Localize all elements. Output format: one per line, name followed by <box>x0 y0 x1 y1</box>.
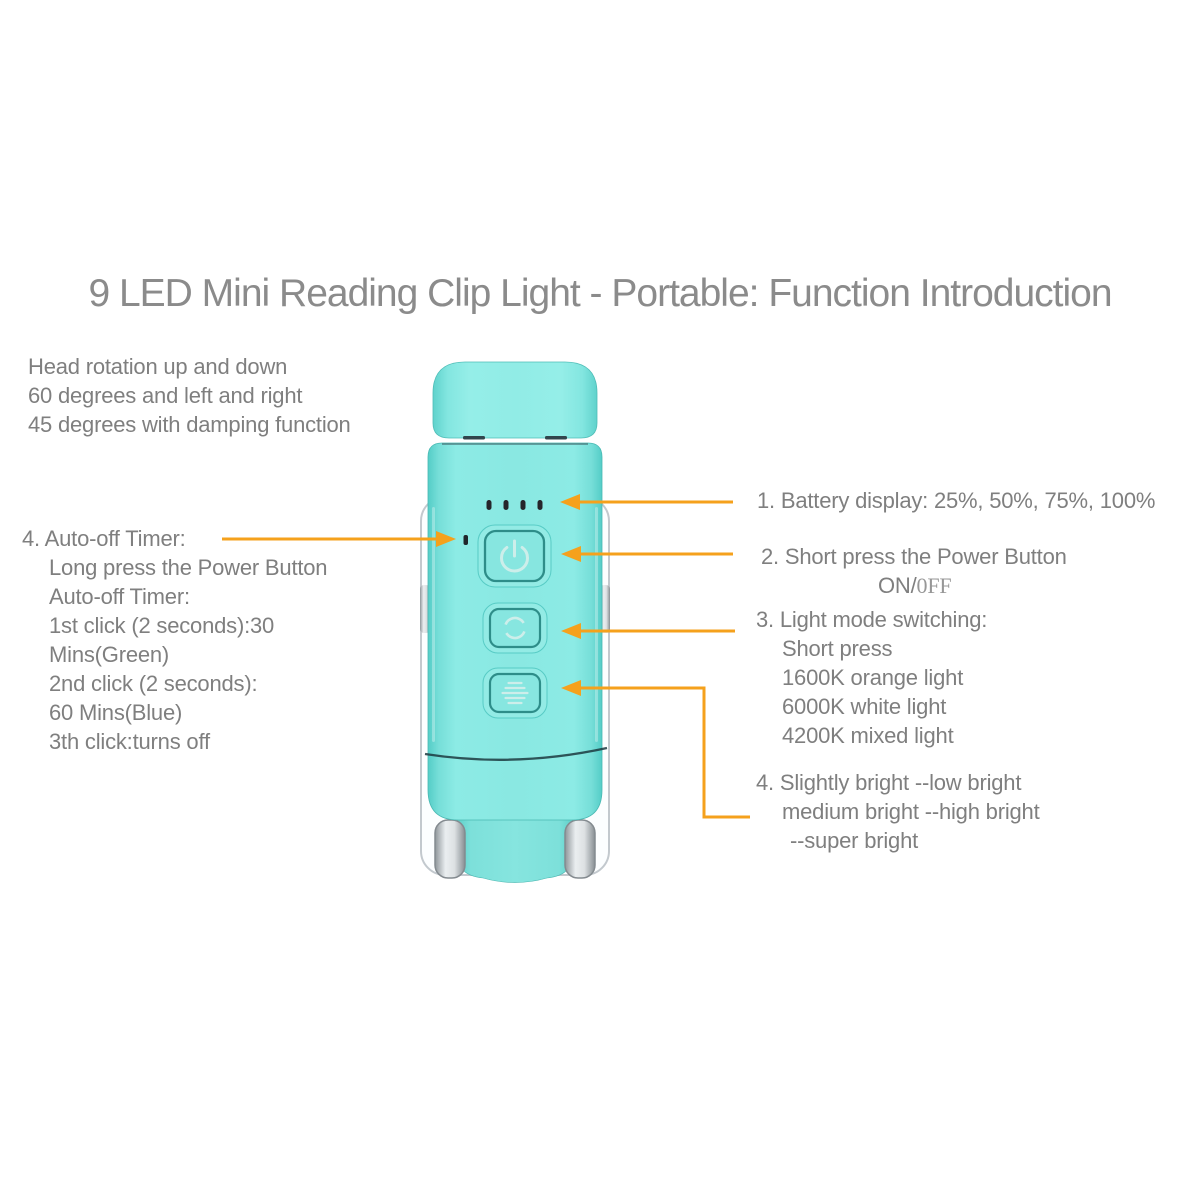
on-label: ON/ <box>878 573 917 598</box>
note-line: 2nd click (2 seconds): <box>49 671 258 696</box>
body-highlight-right <box>595 507 598 742</box>
on-off-label: ON/0FF <box>761 571 1067 600</box>
head-seam-mark <box>545 436 567 440</box>
note-line: 1st click (2 seconds):30 <box>49 613 275 638</box>
head-seam-mark <box>463 436 485 440</box>
note-line: Auto-off Timer: <box>49 584 190 609</box>
led-dot <box>537 500 543 510</box>
note-line: medium bright --high bright <box>782 799 1040 824</box>
led-dot <box>520 500 526 510</box>
note-heading: 4. Slightly bright --low bright <box>756 770 1022 795</box>
timer-led <box>463 535 468 545</box>
power-button <box>477 524 552 588</box>
note-line: Short press <box>782 636 893 661</box>
battery-led-dots <box>486 500 543 510</box>
brightness-button <box>482 667 548 719</box>
battery-note: 1. Battery display: 25%, 50%, 75%, 100% <box>757 486 1155 515</box>
clip-arm-metal-left <box>420 585 430 633</box>
clip-foot-left <box>434 819 466 879</box>
led-dot <box>486 500 492 510</box>
note-heading: 2. Short press the Power Button <box>761 544 1067 569</box>
mode-cycle-icon <box>503 616 527 640</box>
brightness-lines-icon <box>501 681 529 705</box>
note-line: 60 Mins(Blue) <box>49 700 183 725</box>
note-line: 1. Battery display: 25%, 50%, 75%, 100% <box>757 488 1156 513</box>
head-rotation-note: Head rotation up and down 60 degrees and… <box>28 352 351 439</box>
clip-foot-right <box>564 819 596 879</box>
power-icon <box>500 539 529 573</box>
power-note: 2. Short press the Power Button ON/0FF <box>761 542 1067 600</box>
note-line: --super bright <box>790 828 919 853</box>
page-title: 9 LED Mini Reading Clip Light - Portable… <box>88 272 1112 315</box>
body-highlight-left <box>432 507 435 742</box>
device-illustration <box>420 361 610 883</box>
auto-off-timer-note: 4. Auto-off Timer: Long press the Power … <box>22 524 328 756</box>
led-dot <box>503 500 509 510</box>
light-mode-note: 3. Light mode switching: Short press 160… <box>756 605 987 750</box>
note-line: 3th click:turns off <box>49 729 210 754</box>
brightness-note: 4. Slightly bright --low bright medium b… <box>756 768 1040 855</box>
device-head <box>432 361 598 439</box>
note-heading: 3. Light mode switching: <box>756 607 988 632</box>
note-line: 6000K white light <box>782 694 947 719</box>
off-label: 0FF <box>916 573 952 598</box>
mode-button <box>482 602 548 654</box>
note-heading: 4. Auto-off Timer: <box>22 526 186 551</box>
note-line: 1600K orange light <box>782 665 964 690</box>
note-line: Long press the Power Button <box>49 555 328 580</box>
note-line: Head rotation up and down <box>28 354 288 379</box>
note-line: 45 degrees with damping function <box>28 412 351 437</box>
note-line: 60 degrees and left and right <box>28 383 303 408</box>
clip-arm-metal-right <box>600 585 610 633</box>
note-line: Mins(Green) <box>49 642 170 667</box>
note-line: 4200K mixed light <box>782 723 954 748</box>
